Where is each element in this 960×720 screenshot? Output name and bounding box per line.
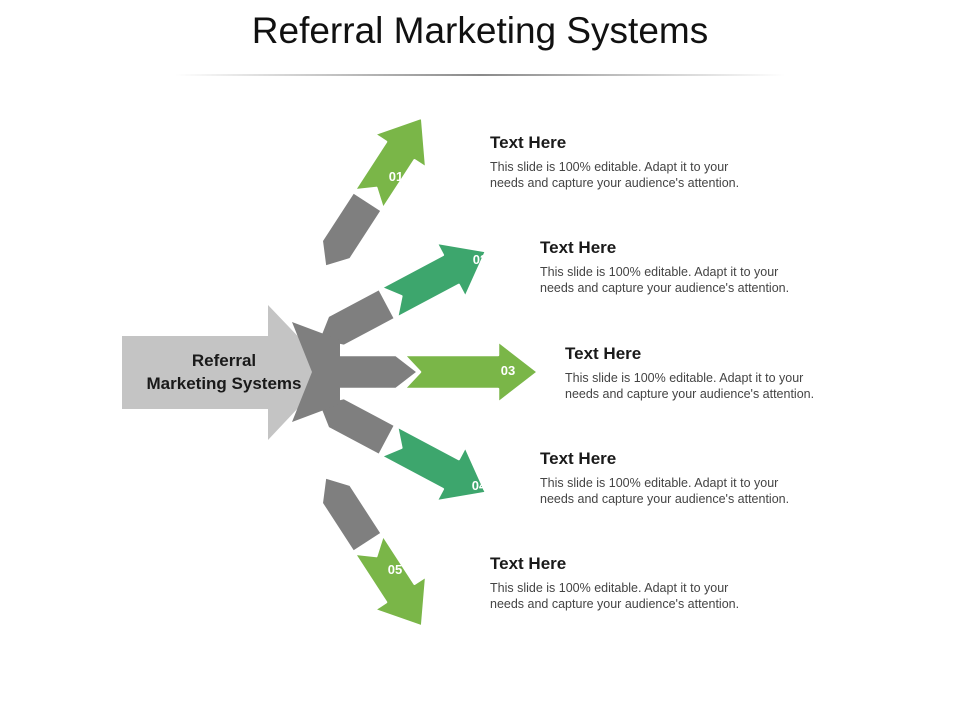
arrow-01-head [353, 116, 428, 211]
text-block-03-body-line1: This slide is 100% editable. Adapt it to… [565, 371, 804, 385]
arrow-03-head [402, 339, 540, 405]
text-block-04: Text Here This slide is 100% editable. A… [540, 449, 880, 507]
text-block-05-heading: Text Here [490, 554, 567, 573]
text-block-02-body-line1: This slide is 100% editable. Adapt it to… [540, 265, 779, 279]
arrow-02 [317, 241, 488, 348]
title-divider [175, 74, 785, 76]
center-label-line2: Marketing Systems [147, 374, 302, 393]
slide-title: Referral Marketing Systems [251, 10, 709, 51]
text-block-05-body-line2: needs and capture your audience's attent… [490, 597, 740, 611]
text-block-04-body-line2: needs and capture your audience's attent… [540, 492, 790, 506]
arrow-01 [320, 116, 428, 269]
arrow-05-shaft [320, 475, 384, 554]
text-block-02-body: This slide is 100% editable. Adapt it to… [540, 264, 880, 296]
text-block-05-body: This slide is 100% editable. Adapt it to… [490, 580, 830, 612]
arrow-01-shaft [320, 190, 384, 269]
text-block-03-body-line2: needs and capture your audience's attent… [565, 387, 815, 401]
arrow-04-number: 04 [472, 478, 487, 493]
text-block-01-body-line2: needs and capture your audience's attent… [490, 176, 740, 190]
center-arrow [122, 305, 332, 440]
arrow-05-head [353, 533, 428, 628]
arrow-03 [314, 339, 540, 405]
arrow-01-number: 01 [389, 169, 403, 184]
text-block-01-body-line1: This slide is 100% editable. Adapt it to… [490, 160, 729, 174]
center-label-line1: Referral [192, 351, 256, 370]
text-block-04-heading: Text Here [540, 449, 617, 468]
hub-center [292, 322, 340, 422]
arrow-02-head [379, 241, 488, 320]
arrow-04-head [379, 424, 488, 503]
text-block-03: Text Here This slide is 100% editable. A… [565, 344, 905, 402]
arrow-05 [320, 475, 428, 628]
arrow-02-number: 02 [473, 252, 487, 267]
arrow-05-number: 05 [388, 562, 402, 577]
text-block-01-heading: Text Here [490, 133, 567, 152]
text-block-02: Text Here This slide is 100% editable. A… [540, 238, 880, 296]
text-block-01: Text Here This slide is 100% editable. A… [490, 133, 830, 191]
text-block-05-body-line1: This slide is 100% editable. Adapt it to… [490, 581, 729, 595]
text-block-02-body-line2: needs and capture your audience's attent… [540, 281, 790, 295]
text-block-03-heading: Text Here [565, 344, 642, 363]
text-block-02-heading: Text Here [540, 238, 617, 257]
text-block-05: Text Here This slide is 100% editable. A… [490, 554, 830, 612]
text-block-01-body: This slide is 100% editable. Adapt it to… [490, 159, 830, 191]
text-block-03-body: This slide is 100% editable. Adapt it to… [565, 370, 905, 402]
arrow-03-number: 03 [501, 363, 515, 378]
text-block-04-body-line1: This slide is 100% editable. Adapt it to… [540, 476, 779, 490]
text-block-04-body: This slide is 100% editable. Adapt it to… [540, 475, 880, 507]
